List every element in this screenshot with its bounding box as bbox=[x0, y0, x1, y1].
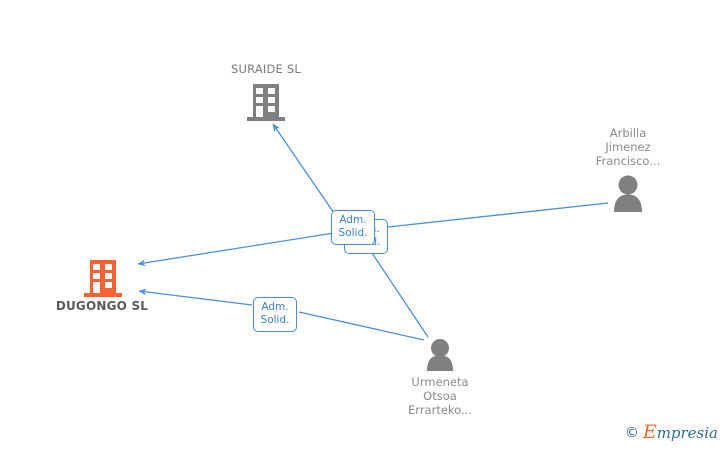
person-label-urmeneta: Urmeneta Otsoa Errarteko... bbox=[360, 375, 520, 417]
edge-tag-to-suraide bbox=[272, 123, 337, 217]
person-label-line-1: Arbilla bbox=[609, 126, 647, 140]
person-label-line-2: Jimenez bbox=[605, 140, 651, 154]
relation-tag-line-1: Adm. bbox=[339, 214, 367, 226]
person-label-line-2: Otsoa bbox=[423, 389, 457, 403]
brand-name: Empresia bbox=[642, 421, 718, 443]
brand-initial: E bbox=[642, 421, 657, 443]
company-label-dugongo: DUGONGO SL bbox=[55, 299, 149, 313]
person-label-arbilla: Arbilla Jimenez Francisco... bbox=[548, 126, 708, 168]
watermark-empresia: © Empresia bbox=[624, 421, 718, 443]
relation-tag-front[interactable]: Adm. Solid. bbox=[331, 210, 375, 245]
edge-arbilla-to-tag bbox=[387, 202, 609, 228]
person-icon[interactable] bbox=[548, 174, 708, 214]
person-label-line-1: Urmeneta bbox=[411, 375, 469, 389]
company-label-suraide: SURAIDE SL bbox=[231, 62, 301, 76]
edge-urmeneta-to-tag bbox=[367, 246, 429, 338]
person-icon[interactable] bbox=[360, 338, 520, 372]
edge-left-tag-to-dugongo bbox=[138, 288, 253, 306]
building-icon[interactable] bbox=[2, 258, 202, 300]
relation-tag-line-1: Adm. bbox=[261, 301, 289, 313]
person-label-line-3: Francisco... bbox=[595, 154, 661, 168]
copyright-icon: © bbox=[624, 425, 639, 441]
person-label-line-3: Errarteko... bbox=[408, 403, 472, 417]
relation-tag-left[interactable]: Adm. Solid. bbox=[253, 297, 297, 332]
relation-tag-line-2: Solid. bbox=[338, 227, 368, 239]
edge-urmeneta-to-left-tag bbox=[298, 311, 425, 341]
brand-rest: mpresia bbox=[656, 424, 718, 442]
building-icon[interactable] bbox=[166, 80, 366, 126]
edge-tag-to-dugongo-upper bbox=[137, 232, 335, 267]
relation-tag-line-2: Solid. bbox=[260, 314, 290, 326]
